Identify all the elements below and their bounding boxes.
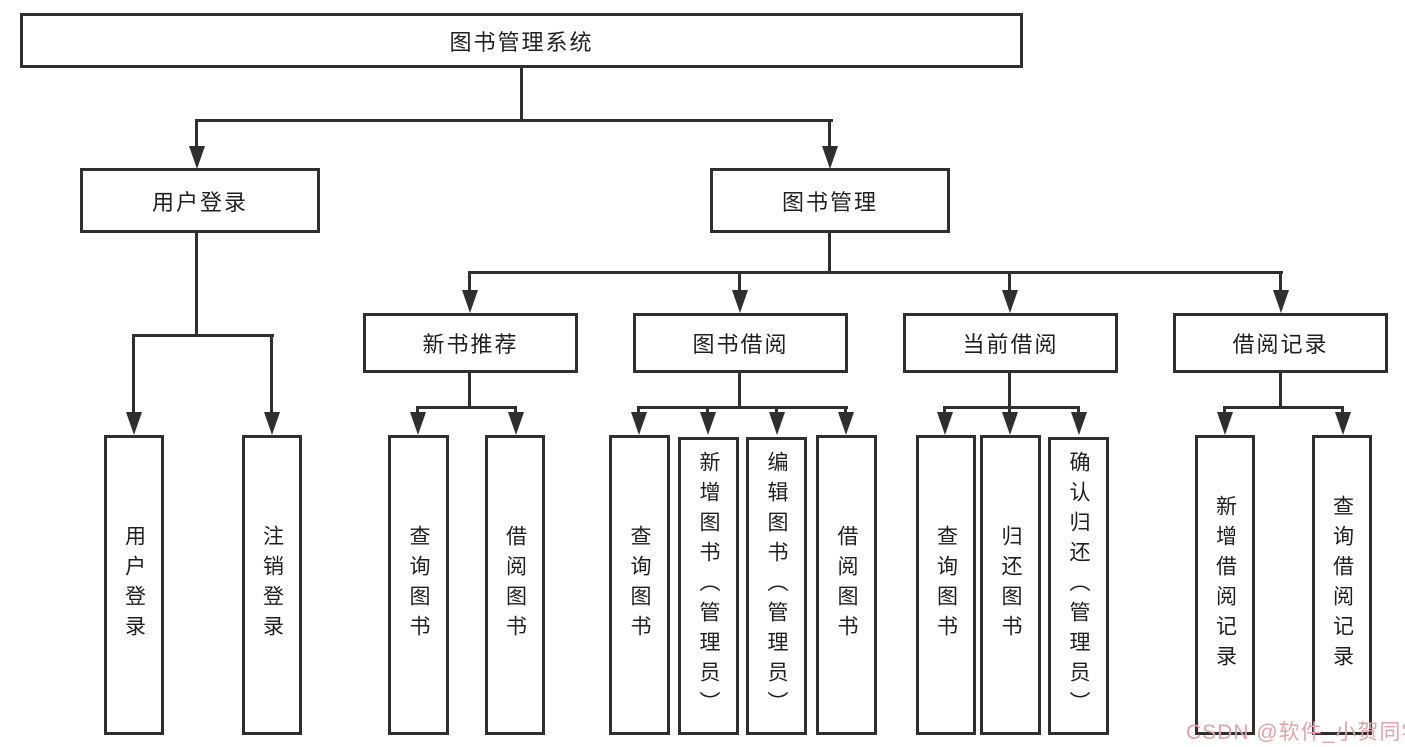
connector-line: [828, 233, 831, 273]
connector-line: [775, 406, 778, 416]
leaf-label: 确认归还（管理员）: [1067, 451, 1090, 721]
connector-arrow-down-icon: [126, 412, 142, 435]
connector-arrow-down-icon: [410, 412, 426, 435]
connector-arrow-down-icon: [838, 412, 854, 435]
connector-line: [468, 271, 471, 291]
leaf-label: 新增借阅记录: [1213, 495, 1237, 675]
connector-line: [132, 334, 135, 415]
connector-line: [468, 271, 1283, 274]
node-new-book-recommend: 新书推荐: [363, 313, 578, 373]
leaf-user-login: 用户登录: [104, 435, 164, 735]
connector-line: [1279, 271, 1282, 291]
connector-arrow-down-icon: [189, 146, 205, 169]
leaf-current-return-book: 归还图书: [980, 435, 1041, 735]
connector-line: [943, 406, 946, 416]
node-label: 图书管理: [781, 189, 878, 215]
node-root-system: 图书管理系统: [20, 13, 1023, 68]
node-label: 借阅记录: [1232, 332, 1329, 357]
connector-line: [637, 406, 640, 416]
connector-line: [520, 68, 523, 122]
connector-arrow-down-icon: [1335, 412, 1351, 435]
connector-line: [844, 406, 847, 416]
leaf-records-add-record: 新增借阅记录: [1195, 435, 1255, 735]
leaf-current-confirm-return-admin: 确认归还（管理员）: [1048, 437, 1109, 735]
connector-arrow-down-icon: [732, 290, 748, 313]
connector-arrow-down-icon: [1217, 412, 1233, 435]
connector-line: [132, 334, 274, 337]
connector-arrow-down-icon: [937, 412, 953, 435]
connector-arrow-down-icon: [1002, 290, 1018, 313]
leaf-logout-login: 注销登录: [242, 435, 302, 735]
leaf-label: 查询图书: [407, 525, 430, 645]
connector-arrow-down-icon: [462, 290, 478, 313]
leaf-label: 查询图书: [628, 525, 651, 645]
leaf-recommend-query-book: 查询图书: [388, 435, 449, 735]
connector-line: [195, 233, 198, 337]
leaf-label: 借阅图书: [503, 525, 527, 645]
connector-arrow-down-icon: [508, 412, 524, 435]
connector-arrow-down-icon: [631, 412, 647, 435]
connector-line: [195, 119, 198, 149]
leaf-borrow-query-book: 查询图书: [609, 435, 670, 735]
connector-line: [738, 271, 741, 291]
connector-arrow-down-icon: [1071, 412, 1087, 435]
connector-line: [738, 373, 741, 409]
node-root-label: 图书管理系统: [449, 29, 594, 55]
csdn-watermark: CSDN @软件_小贺同学: [1186, 721, 1405, 744]
connector-line: [514, 406, 517, 416]
connector-line: [270, 334, 273, 415]
connector-line: [195, 119, 833, 122]
leaf-label: 编辑图书（管理员）: [765, 451, 788, 721]
connector-line: [1077, 406, 1080, 416]
leaf-borrow-add-book-admin: 新增图书（管理员）: [678, 437, 739, 735]
connector-line: [468, 373, 471, 409]
connector-line: [706, 406, 709, 416]
leaf-recommend-borrow-book: 借阅图书: [485, 435, 545, 735]
node-book-management: 图书管理: [710, 168, 950, 233]
leaf-label: 新增图书（管理员）: [697, 451, 720, 721]
node-label: 新书推荐: [422, 332, 519, 357]
connector-line: [943, 406, 1080, 409]
connector-arrow-down-icon: [1002, 412, 1018, 435]
leaf-label: 借阅图书: [835, 525, 858, 645]
connector-line: [1341, 406, 1344, 416]
leaf-current-query-book: 查询图书: [916, 435, 976, 735]
leaf-label: 归还图书: [999, 525, 1022, 645]
connector-line: [1008, 373, 1011, 409]
connector-arrow-down-icon: [822, 146, 838, 169]
connector-line: [1223, 406, 1226, 416]
node-user-login: 用户登录: [80, 168, 320, 233]
connector-arrow-down-icon: [769, 412, 785, 435]
node-borrow-records: 借阅记录: [1173, 313, 1388, 373]
connector-arrow-down-icon: [700, 412, 716, 435]
leaf-label: 用户登录: [122, 525, 146, 645]
leaf-borrow-borrow-book: 借阅图书: [816, 435, 877, 735]
connector-line: [828, 119, 831, 149]
node-label: 当前借阅: [962, 332, 1059, 357]
connector-line: [416, 406, 419, 416]
connector-arrow-down-icon: [264, 412, 280, 435]
leaf-borrow-edit-book-admin: 编辑图书（管理员）: [746, 437, 807, 735]
connector-line: [1008, 406, 1011, 416]
node-label: 用户登录: [151, 189, 248, 215]
connector-line: [416, 406, 517, 409]
connector-line: [1223, 406, 1344, 409]
leaf-records-query-record: 查询借阅记录: [1312, 435, 1372, 735]
node-book-borrow: 图书借阅: [633, 313, 848, 373]
leaf-label: 查询图书: [934, 525, 958, 645]
connector-line: [637, 406, 848, 409]
leaf-label: 注销登录: [260, 525, 284, 645]
node-label: 图书借阅: [692, 332, 789, 357]
connector-line: [1008, 271, 1011, 291]
connector-arrow-down-icon: [1273, 290, 1289, 313]
leaf-label: 查询借阅记录: [1330, 495, 1354, 675]
connector-line: [1279, 373, 1282, 409]
node-current-borrow: 当前借阅: [903, 313, 1118, 373]
